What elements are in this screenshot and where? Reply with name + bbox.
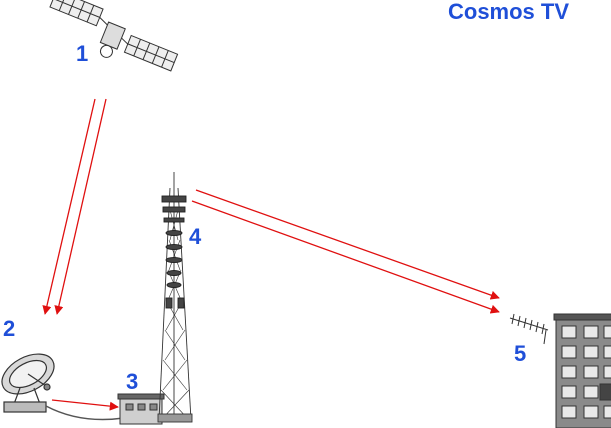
satellite-icon <box>49 0 179 72</box>
station-house-icon <box>117 393 165 425</box>
label-station: 3 <box>126 369 139 394</box>
signal-tower-to-building <box>191 189 500 314</box>
transmission-tower-icon <box>157 172 193 423</box>
satellite-dish-icon <box>1 353 125 421</box>
label-satellite: 1 <box>76 41 89 66</box>
label-dish: 2 <box>3 316 16 341</box>
apartment-building-icon <box>553 313 611 428</box>
label-tower: 4 <box>189 224 202 249</box>
tv-antenna-icon <box>509 313 549 345</box>
diagram-title: Cosmos TV <box>448 0 570 24</box>
label-building: 5 <box>514 341 527 366</box>
signal-satellite-to-dish <box>42 98 107 315</box>
signal-dish-to-station <box>51 399 119 411</box>
